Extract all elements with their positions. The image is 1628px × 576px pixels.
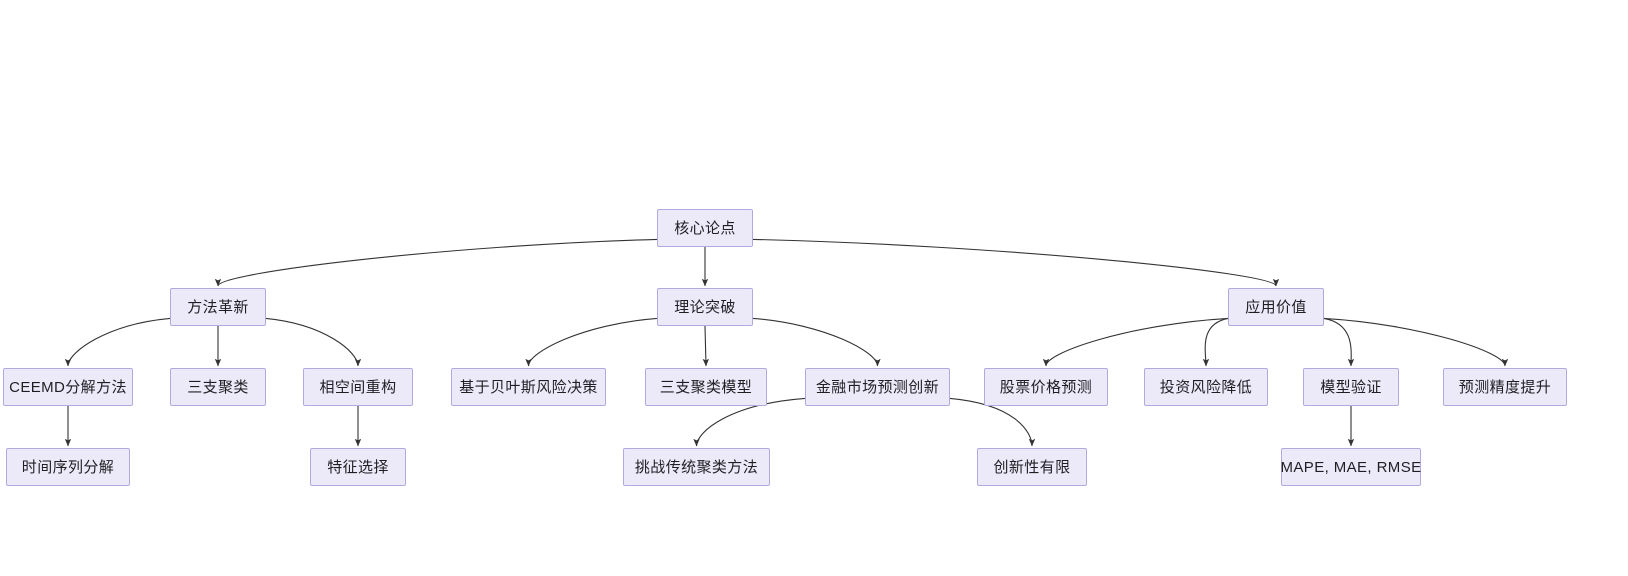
node-label: 核心论点 [674, 219, 736, 237]
edge-method-to-phase [265, 317, 362, 367]
node-stock[interactable]: 股票价格预测 [984, 368, 1108, 406]
node-label: 预测精度提升 [1458, 378, 1552, 396]
node-tsdecomp[interactable]: 时间序列分解 [6, 448, 130, 486]
node-label: 投资风险降低 [1159, 378, 1253, 396]
edge-theory-to-finance [752, 317, 881, 367]
node-label: 方法革新 [187, 298, 249, 316]
node-label: 时间序列分解 [21, 458, 115, 476]
node-label: 基于贝叶斯风险决策 [459, 378, 598, 396]
node-label: CEEMD分解方法 [9, 378, 127, 396]
node-twmodel[interactable]: 三支聚类模型 [645, 368, 767, 406]
node-label: 应用价值 [1245, 298, 1307, 316]
node-feature[interactable]: 特征选择 [310, 448, 406, 486]
node-label: 三支聚类模型 [659, 378, 753, 396]
node-ceemd[interactable]: CEEMD分解方法 [3, 368, 133, 406]
node-label: 金融市场预测创新 [815, 378, 940, 396]
edge-core-to-method [214, 238, 658, 287]
node-challenge[interactable]: 挑战传统聚类方法 [623, 448, 770, 486]
node-label: 特征选择 [327, 458, 389, 476]
node-limited[interactable]: 创新性有限 [977, 448, 1087, 486]
node-validate[interactable]: 模型验证 [1303, 368, 1399, 406]
node-label: MAPE, MAE, RMSE [1280, 458, 1422, 476]
node-threeway[interactable]: 三支聚类 [170, 368, 266, 406]
edge-method-to-ceemd [64, 317, 171, 367]
node-bayes[interactable]: 基于贝叶斯风险决策 [451, 368, 606, 406]
edge-application-to-accuracy [1323, 317, 1509, 367]
edge-application-to-validate [1323, 317, 1355, 367]
node-risk[interactable]: 投资风险降低 [1144, 368, 1268, 406]
node-accuracy[interactable]: 预测精度提升 [1443, 368, 1567, 406]
node-label: 创新性有限 [993, 458, 1071, 476]
node-core[interactable]: 核心论点 [657, 209, 753, 247]
node-application[interactable]: 应用价值 [1228, 288, 1324, 326]
node-phase[interactable]: 相空间重构 [303, 368, 413, 406]
node-label: 模型验证 [1320, 378, 1382, 396]
edge-application-to-risk [1202, 317, 1229, 367]
node-label: 相空间重构 [319, 378, 397, 396]
node-finance[interactable]: 金融市场预测创新 [805, 368, 950, 406]
node-label: 挑战传统聚类方法 [634, 458, 759, 476]
node-label: 三支聚类 [187, 378, 249, 396]
node-label: 股票价格预测 [999, 378, 1093, 396]
node-method[interactable]: 方法革新 [170, 288, 266, 326]
edge-theory-to-twmodel [702, 325, 710, 367]
edge-theory-to-bayes [525, 317, 658, 367]
node-label: 理论突破 [674, 298, 736, 316]
node-theory[interactable]: 理论突破 [657, 288, 753, 326]
edge-application-to-stock [1042, 317, 1229, 367]
edge-core-to-application [752, 238, 1280, 287]
node-metrics[interactable]: MAPE, MAE, RMSE [1280, 448, 1421, 486]
